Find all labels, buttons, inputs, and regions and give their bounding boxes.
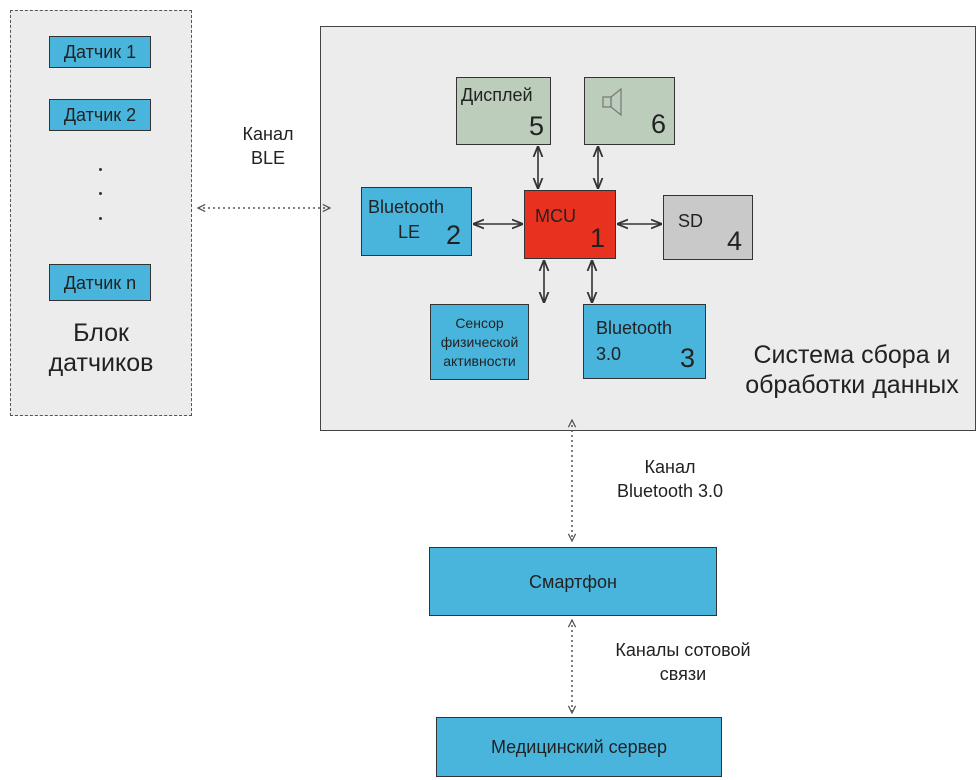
mcu-number: 1 (589, 223, 605, 253)
smartphone-label: Смартфон (528, 571, 617, 592)
sd-box: SD 4 (663, 195, 753, 260)
bluetooth-30-line1: Bluetooth (596, 318, 673, 338)
bluetooth-30-line2: 3.0 (596, 344, 622, 364)
system-title-line2: обработки данных (745, 371, 959, 399)
cellular-channel-label: Каналы сотовой связи (590, 638, 776, 686)
sd-label: SD (678, 211, 704, 231)
sensor-2-label: Датчик 2 (63, 105, 137, 125)
speaker-number: 6 (650, 109, 666, 139)
cellular-channel-line1: Каналы сотовой (615, 640, 751, 660)
bt30-channel-line2: Bluetooth 3.0 (616, 481, 724, 501)
sensor-block-title-line2: датчиков (48, 349, 154, 377)
activity-sensor-line1: Сенсор (455, 314, 504, 331)
ble-channel-label: Канал BLE (228, 122, 308, 170)
sensor-ellipsis (98, 164, 104, 234)
display-number: 5 (528, 111, 544, 141)
sensor-n-label: Датчик n (63, 272, 137, 293)
sensor-n-box: Датчик n (49, 264, 151, 301)
ble-channel-line1: Канал (242, 124, 294, 144)
sensor-block-title-line1: Блок (73, 319, 129, 347)
medical-server-box: Медицинский сервер (436, 717, 722, 777)
medical-server-label: Медицинский сервер (490, 737, 668, 757)
speaker-icon (601, 87, 627, 117)
mcu-label: MCU (535, 206, 576, 226)
display-box: Дисплей 5 (456, 77, 551, 145)
bluetooth-30-box: Bluetooth 3.0 3 (583, 304, 706, 379)
sensor-1-box: Датчик 1 (49, 36, 151, 68)
bluetooth-le-number: 2 (445, 220, 461, 250)
sensor-block-panel (10, 10, 192, 416)
activity-sensor-line3: активности (443, 352, 516, 369)
sensor-1-label: Датчик 1 (63, 42, 137, 62)
bluetooth-30-number: 3 (679, 343, 695, 373)
display-label: Дисплей (461, 85, 533, 105)
mcu-box: MCU 1 (524, 190, 616, 259)
bt30-channel-label: Канал Bluetooth 3.0 (590, 455, 750, 503)
activity-sensor-line2: физической (440, 333, 519, 350)
ble-channel-line2: BLE (250, 148, 286, 168)
sensor-2-box: Датчик 2 (49, 99, 151, 131)
system-title-line1: Система сбора и (753, 341, 951, 369)
sd-number: 4 (726, 226, 742, 256)
bluetooth-le-box: Bluetooth LE 2 (361, 187, 472, 256)
smartphone-box: Смартфон (429, 547, 717, 616)
activity-sensor-box: Сенсор физической активности (430, 304, 529, 380)
bluetooth-le-line1: Bluetooth (368, 197, 445, 217)
system-title: Система сбора и обработки данных (737, 340, 967, 400)
cellular-channel-line2: связи (659, 664, 707, 684)
sensor-block-title: Блок датчиков (10, 318, 192, 378)
speaker-box: 6 (584, 77, 675, 145)
bluetooth-le-line2: LE (398, 222, 421, 242)
bt30-channel-line1: Канал (644, 457, 696, 477)
